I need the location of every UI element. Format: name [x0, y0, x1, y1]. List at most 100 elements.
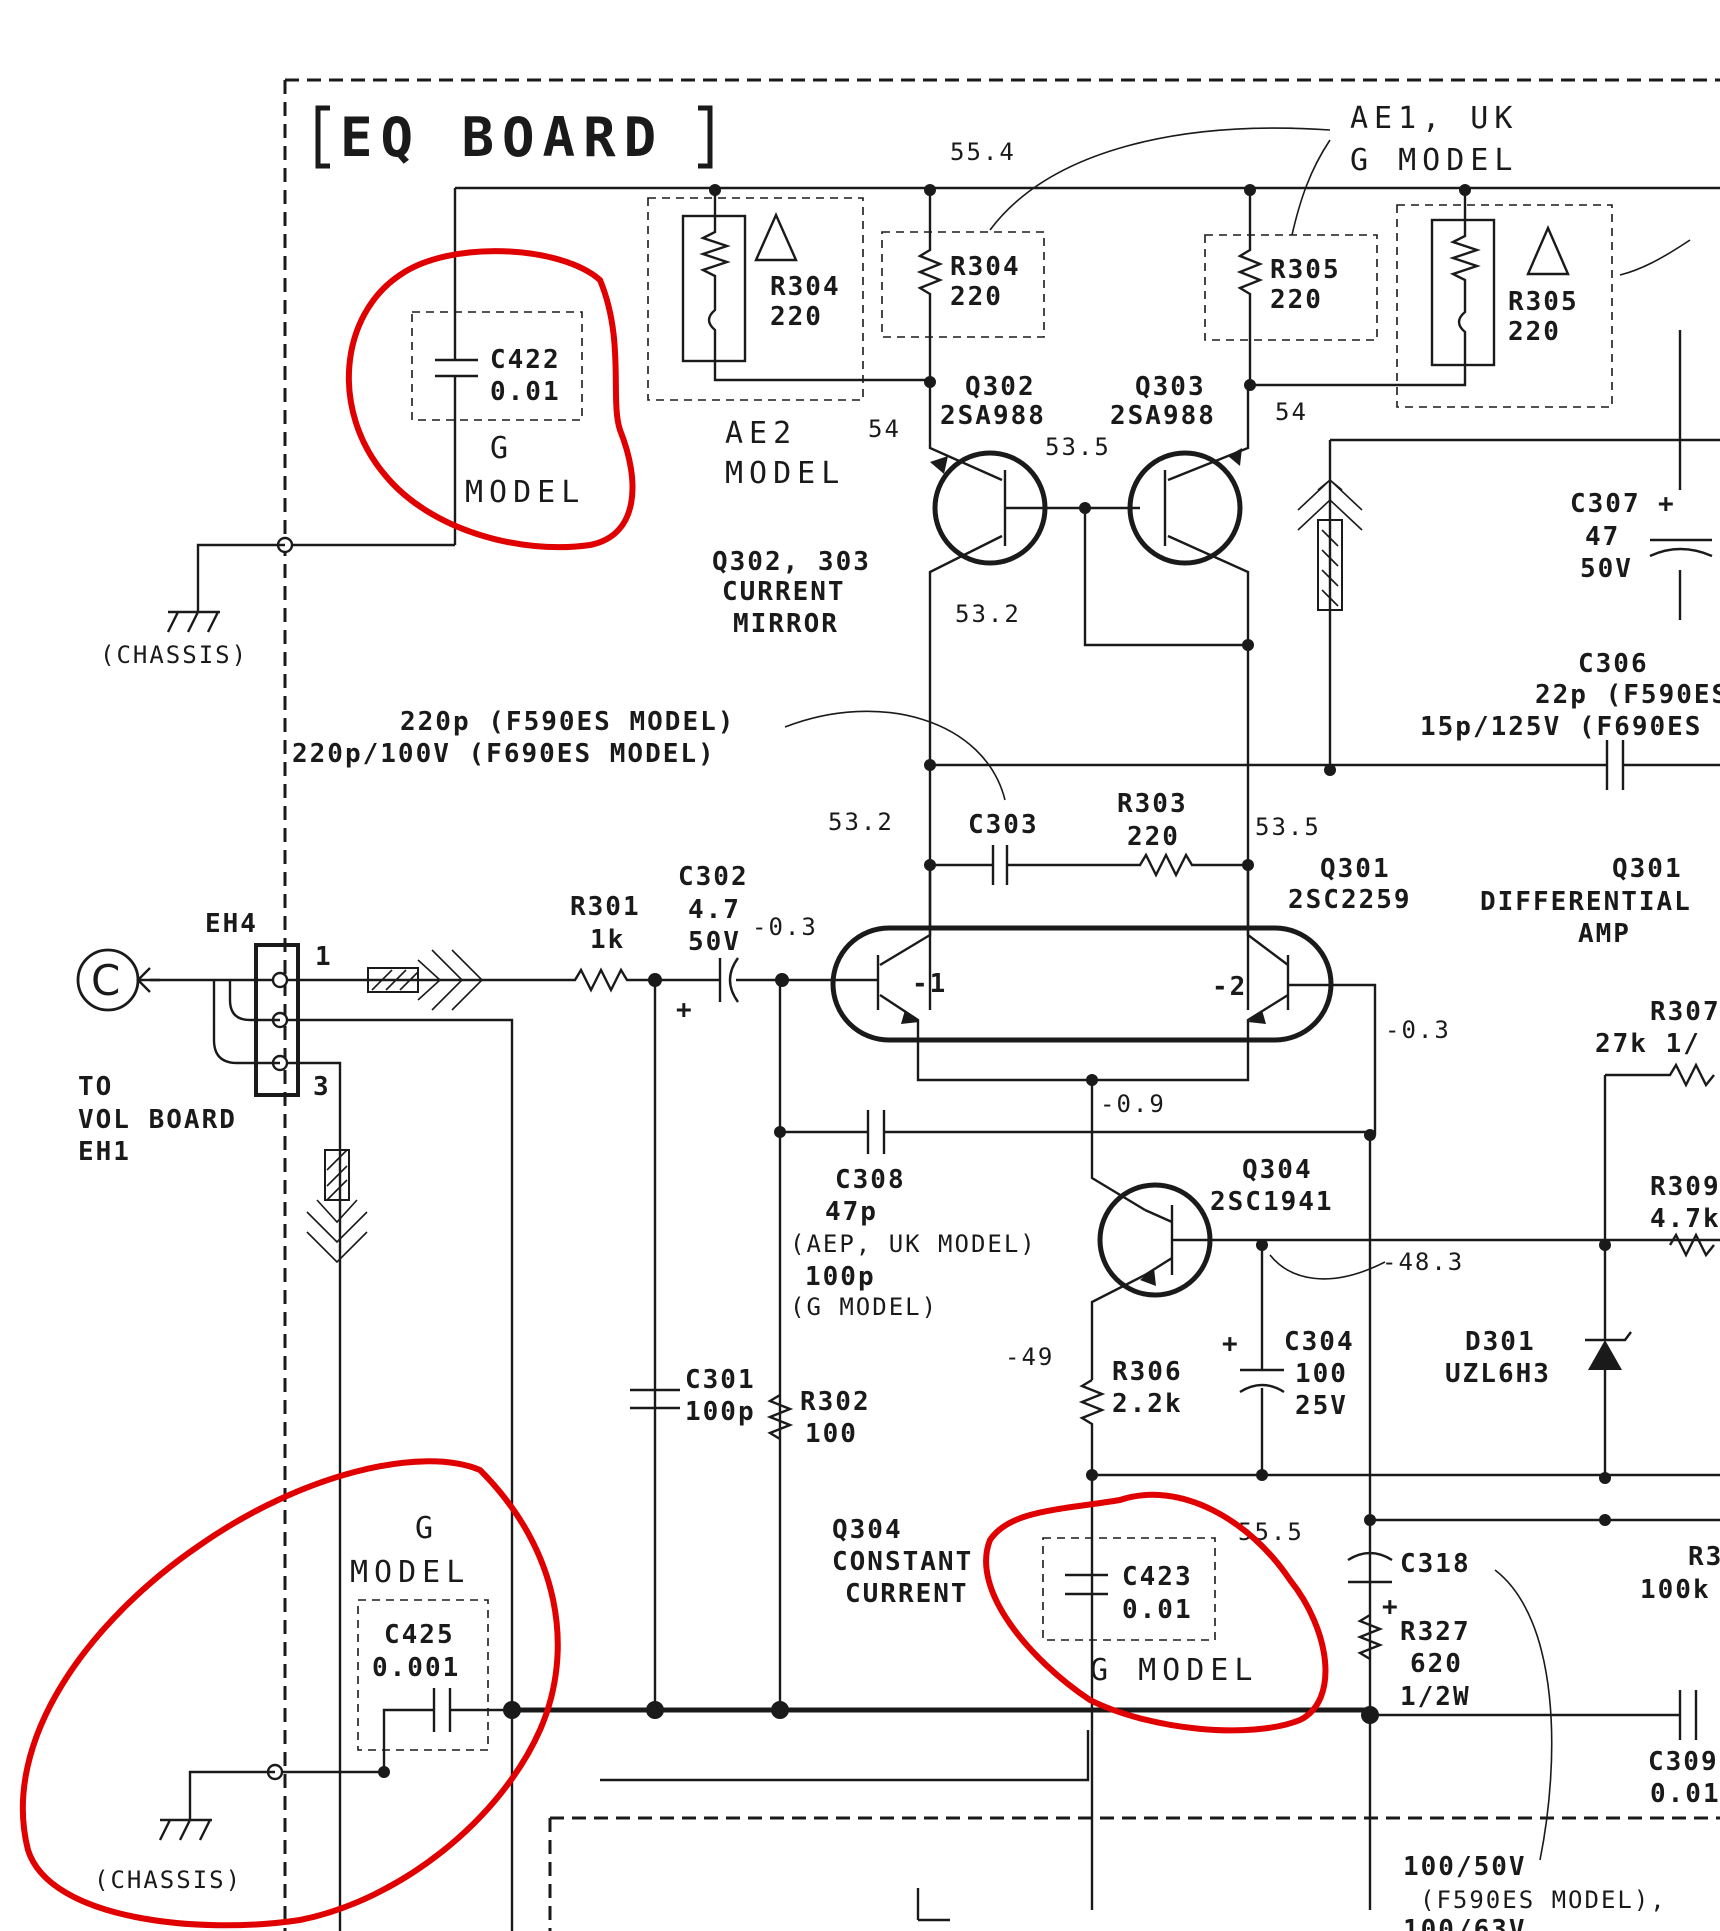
svg-text:R303: R303 [1117, 789, 1188, 819]
svg-text:C422: C422 [490, 345, 561, 375]
bottom-notes: 100/50V (F590ES MODEL), 100/63V [600, 1730, 1667, 1931]
svg-text:C303: C303 [968, 810, 1039, 840]
svg-text:220: 220 [1508, 317, 1561, 347]
svg-text:VOL BOARD: VOL BOARD [78, 1105, 237, 1135]
svg-text:2SA988: 2SA988 [940, 401, 1046, 431]
svg-text:C308: C308 [835, 1165, 906, 1195]
svg-text:MODEL: MODEL [465, 475, 585, 510]
svg-text:Q304: Q304 [1242, 1155, 1313, 1185]
highlight-g-model-c422 [345, 248, 636, 551]
r305-resistor: R305 220 [1204, 190, 1378, 391]
signal-arrow-icon [367, 949, 484, 1011]
svg-text:50V: 50V [1580, 554, 1633, 584]
c423-capacitor: C423 0.01 G MODEL Q304 CONSTANT CURRENT [832, 1515, 1252, 1688]
svg-text:C318: C318 [1400, 1549, 1471, 1579]
svg-text:C306: C306 [1578, 649, 1649, 679]
svg-text:R304: R304 [770, 272, 841, 302]
svg-text:R3: R3 [1688, 1542, 1720, 1572]
chassis-ground-bottom: (CHASSIS) [94, 1763, 384, 1894]
page-title: EQ BOARD [340, 106, 664, 169]
q302-transistor: Q302 2SA988 54 [868, 372, 1085, 1010]
svg-text:AE2: AE2 [725, 416, 797, 451]
svg-text:MIRROR: MIRROR [733, 609, 839, 639]
svg-text:4.7: 4.7 [688, 895, 741, 925]
c318-r327: C318 + R327 620 1/2W R3 100k [1347, 1514, 1720, 1861]
svg-text:1k: 1k [590, 925, 625, 955]
svg-text:Q302: Q302 [965, 372, 1036, 402]
svg-text:EH1: EH1 [78, 1137, 131, 1167]
svg-text:100: 100 [805, 1419, 858, 1449]
model-note: G MODEL [1350, 143, 1518, 178]
svg-text:Q302, 303: Q302, 303 [712, 547, 871, 577]
c307-capacitor: C307 + 47 50V [1328, 330, 1720, 770]
input-path: C302 4.7 50V + -0.3 R301 1k [150, 862, 816, 1025]
svg-text:UZL6H3: UZL6H3 [1445, 1359, 1551, 1389]
svg-text:53.5: 53.5 [1255, 813, 1321, 841]
svg-text:47p: 47p [825, 1197, 878, 1227]
svg-text:Q301: Q301 [1320, 854, 1391, 884]
svg-text:100p: 100p [685, 1397, 756, 1427]
c306-capacitor: C306 22p (F590ES 15p/125V (F690ES [924, 649, 1720, 790]
svg-text:C423: C423 [1122, 1562, 1193, 1592]
eh4-connector: EH4 1 3 [205, 909, 514, 1931]
svg-text:+: + [1382, 1592, 1400, 1622]
svg-text:R304: R304 [950, 252, 1021, 282]
svg-text:100/63V: 100/63V [1403, 1915, 1527, 1931]
svg-text:-0.9: -0.9 [1100, 1090, 1166, 1118]
svg-text:25V: 25V [1295, 1391, 1348, 1421]
svg-text:220: 220 [1270, 285, 1323, 315]
svg-text:C425: C425 [384, 1620, 455, 1650]
svg-text:220p (F590ES MODEL): 220p (F590ES MODEL) [400, 707, 735, 737]
svg-text:(CHASSIS): (CHASSIS) [94, 1866, 242, 1894]
svg-text:15p/125V (F690ES: 15p/125V (F690ES [1420, 712, 1702, 742]
r307-r309-resistors: R307 27k 1/ R309 4.7k [1595, 997, 1720, 1258]
svg-text:R327: R327 [1400, 1617, 1471, 1647]
svg-text:-0.3: -0.3 [1385, 1016, 1451, 1044]
svg-text:3: 3 [313, 1072, 331, 1102]
r305-fusible-block: R305 220 [1250, 190, 1613, 408]
ground-bus: C309 0.01 [503, 1690, 1720, 1809]
svg-text:50V: 50V [688, 927, 741, 957]
svg-text:(G MODEL): (G MODEL) [790, 1293, 938, 1321]
current-mirror-desc: Q302, 303 CURRENT MIRROR 53.2 [712, 547, 1021, 639]
svg-text:53.2: 53.2 [955, 600, 1021, 628]
supply-rail-top: 55.4 AE1, UK G MODEL [455, 101, 1720, 276]
svg-text:0.01: 0.01 [1650, 1779, 1720, 1809]
svg-text:Q304: Q304 [832, 1515, 903, 1545]
svg-text:R302: R302 [800, 1387, 871, 1417]
signal-arrow-down-icon [306, 1149, 368, 1264]
svg-text:2.2k: 2.2k [1112, 1389, 1183, 1419]
svg-text:100p: 100p [805, 1262, 876, 1292]
svg-text:2SC2259: 2SC2259 [1288, 885, 1412, 915]
svg-text:620: 620 [1410, 1649, 1463, 1679]
svg-text:C307: C307 [1570, 489, 1641, 519]
svg-text:2SA988: 2SA988 [1110, 401, 1216, 431]
voltage-label: 55.4 [950, 138, 1016, 166]
c301-r302: C301 100p R302 100 [630, 1365, 871, 1449]
q304-transistor: Q304 2SC1941 -48.3 -49 -0.9 [1005, 1090, 1720, 1380]
svg-text:Q301: Q301 [1612, 854, 1683, 884]
svg-text:53.2: 53.2 [828, 808, 894, 836]
c422-capacitor: C422 0.01 G MODEL [411, 188, 585, 545]
d301-zener: D301 UZL6H3 [1445, 1245, 1632, 1484]
svg-text:C301: C301 [685, 1365, 756, 1395]
c303-note: 220p (F590ES MODEL) 220p/100V (F690ES MO… [292, 707, 1006, 801]
svg-text:DIFFERENTIAL: DIFFERENTIAL [1480, 887, 1692, 917]
svg-text:22p (F590ES: 22p (F590ES [1535, 680, 1720, 710]
svg-text:G: G [490, 431, 514, 466]
svg-text:(AEP, UK MODEL): (AEP, UK MODEL) [790, 1230, 1037, 1258]
svg-text:C: C [91, 956, 120, 1005]
board-title: EQ BOARD [315, 105, 713, 169]
svg-text:(F590ES MODEL),: (F590ES MODEL), [1420, 1886, 1667, 1914]
feedback-arrow-icon [1297, 478, 1363, 611]
svg-text:220p/100V (F690ES MODEL): 220p/100V (F690ES MODEL) [292, 739, 716, 769]
q301-diff-pair: -1 -2 Q301 2SC2259 Q301 DIFFERENTIAL AMP… [782, 854, 1692, 1135]
svg-text:53.5: 53.5 [1045, 433, 1111, 461]
svg-text:0.01: 0.01 [490, 377, 561, 407]
svg-text:54: 54 [1275, 398, 1308, 426]
svg-text:100k: 100k [1640, 1575, 1711, 1605]
svg-text:100/50V: 100/50V [1403, 1852, 1527, 1882]
svg-text:4.7k: 4.7k [1650, 1204, 1720, 1234]
r306-resistor: R306 2.2k [1078, 1357, 1183, 1910]
